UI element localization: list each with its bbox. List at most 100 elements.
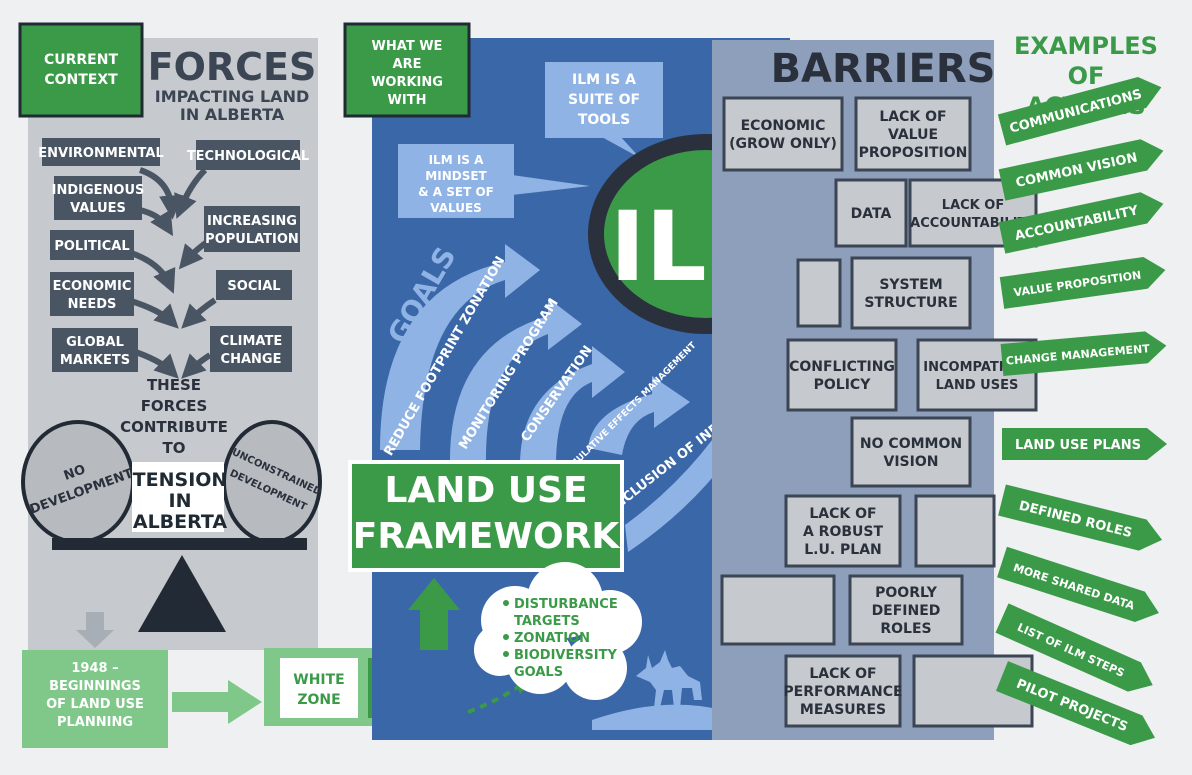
working-with-line: WORKING bbox=[371, 75, 443, 90]
action-arrow-shape bbox=[998, 139, 1164, 201]
mindset-bubble bbox=[398, 144, 514, 218]
cloud-item: ZONATION bbox=[514, 631, 590, 646]
forces-subtitle-line: IN ALBERTA bbox=[180, 105, 285, 124]
force-label: INDIGENOUS bbox=[52, 183, 145, 198]
force-box-bg bbox=[50, 272, 134, 316]
cloud-bullet bbox=[503, 600, 509, 606]
barrier-brick-bg bbox=[722, 96, 844, 172]
barrier-label: LACK OF bbox=[809, 666, 876, 682]
mindset-line: VALUES bbox=[430, 201, 482, 215]
action-arrow-shape bbox=[1002, 428, 1167, 460]
barrier-label: VISION bbox=[884, 454, 939, 470]
barrier-brick-bg bbox=[834, 178, 908, 248]
contribute-line: THESE bbox=[147, 376, 201, 394]
force-box: SOCIAL bbox=[216, 270, 292, 300]
boulder-label: NO bbox=[62, 462, 88, 484]
forces-left-list: ENVIRONMENTALINDIGENOUSVALUESPOLITICALEC… bbox=[38, 138, 164, 372]
history-arrow bbox=[172, 680, 262, 724]
action-arrow: VALUE PROPOSITION bbox=[999, 256, 1166, 309]
empty-bricks bbox=[720, 258, 1034, 728]
barrier-brick-bg bbox=[850, 416, 972, 488]
action-arrow-shape bbox=[995, 603, 1153, 692]
cloud-item: BIODIVERSITY bbox=[514, 648, 617, 663]
mindset-line: MINDSET bbox=[425, 169, 487, 183]
barrier-label: STRUCTURE bbox=[864, 295, 957, 311]
land-use-framework-box bbox=[348, 460, 624, 572]
force-box-bg bbox=[50, 230, 134, 260]
barrier-label: SYSTEM bbox=[879, 277, 942, 293]
force-box: POLITICAL bbox=[50, 230, 134, 260]
balance-fulcrum bbox=[138, 555, 226, 632]
barrier-brick: LACK OF VALUE PROPOSITION bbox=[854, 96, 972, 172]
force-label: CLIMATE bbox=[220, 334, 282, 349]
force-box: INDIGENOUS VALUES bbox=[52, 176, 145, 220]
barrier-label: VALUE bbox=[888, 127, 938, 143]
action-arrow: CHANGE MANAGEMENT bbox=[1000, 331, 1167, 376]
actions-title-line: OF bbox=[1068, 62, 1105, 90]
tools-line: TOOLS bbox=[578, 112, 630, 128]
forces-right-list: TECHNOLOGICALINCREASINGPOPULATIONSOCIALC… bbox=[187, 140, 309, 372]
working-with-tag bbox=[343, 22, 471, 118]
caribou-icon bbox=[636, 650, 702, 708]
barrier-brick-bg bbox=[848, 574, 964, 646]
history-line: BEGINNINGS bbox=[49, 679, 141, 694]
barrier-brick-bg bbox=[786, 338, 898, 412]
barrier-label: PROPOSITION bbox=[859, 145, 968, 161]
barrier-label: ECONOMIC bbox=[741, 118, 826, 134]
force-label: NEEDS bbox=[68, 297, 117, 312]
force-box: TECHNOLOGICAL bbox=[187, 140, 309, 170]
mindset-bubble-text: ILM IS A MINDSET & A SET OF VALUES bbox=[418, 153, 494, 215]
force-box-bg bbox=[204, 206, 300, 252]
force-label: CHANGE bbox=[221, 352, 282, 367]
framework-line: LAND USE bbox=[384, 470, 587, 511]
barrier-label: LACK OF bbox=[879, 109, 946, 125]
tension-line: TENSION bbox=[133, 469, 228, 491]
force-box: GLOBAL MARKETS bbox=[52, 328, 138, 372]
history-line: 1948 – bbox=[71, 661, 118, 676]
force-label: VALUES bbox=[70, 201, 126, 216]
barrier-brick-bg bbox=[784, 654, 902, 728]
cloud-item: GOALS bbox=[514, 665, 563, 680]
barrier-brick: DATA bbox=[834, 178, 908, 248]
force-label: GLOBAL bbox=[66, 335, 124, 350]
force-label: MARKETS bbox=[60, 353, 130, 368]
barrier-label: CONFLICTING bbox=[789, 359, 895, 375]
action-arrow: LAND USE PLANS bbox=[1002, 428, 1167, 460]
mindset-line: ILM IS A bbox=[429, 153, 485, 167]
barrier-label: MEASURES bbox=[800, 702, 886, 718]
contribute-line: TO bbox=[163, 439, 186, 457]
barrier-label: A ROBUST bbox=[803, 524, 884, 540]
force-box-bg bbox=[196, 140, 300, 170]
force-box: CLIMATE CHANGE bbox=[210, 326, 292, 372]
action-arrow: COMMON VISION bbox=[998, 139, 1164, 201]
actions-title-line: EXAMPLES bbox=[1014, 32, 1158, 60]
force-label: POLITICAL bbox=[54, 239, 129, 254]
barrier-label: ROLES bbox=[880, 621, 931, 637]
working-with-line: WHAT WE bbox=[372, 39, 443, 54]
force-box-bg bbox=[52, 328, 138, 372]
tension-line: IN bbox=[169, 490, 192, 512]
tension-box bbox=[132, 462, 224, 532]
force-label: SOCIAL bbox=[227, 279, 280, 294]
barrier-label: DEFINED bbox=[872, 603, 941, 619]
barrier-label: LAND USES bbox=[936, 378, 1019, 393]
barrier-label: DATA bbox=[851, 206, 892, 222]
barrier-brick-bg bbox=[784, 494, 902, 568]
force-box-bg bbox=[42, 138, 160, 166]
force-label: POPULATION bbox=[205, 232, 299, 247]
barrier-brick: ECONOMIC(GROW ONLY) bbox=[722, 96, 844, 172]
mindset-line: & A SET OF bbox=[418, 185, 494, 199]
force-box-bg bbox=[216, 270, 292, 300]
forces-subtitle-line: IMPACTING LAND bbox=[155, 87, 309, 106]
down-arrow bbox=[76, 612, 114, 648]
force-label: ECONOMIC bbox=[53, 279, 132, 294]
